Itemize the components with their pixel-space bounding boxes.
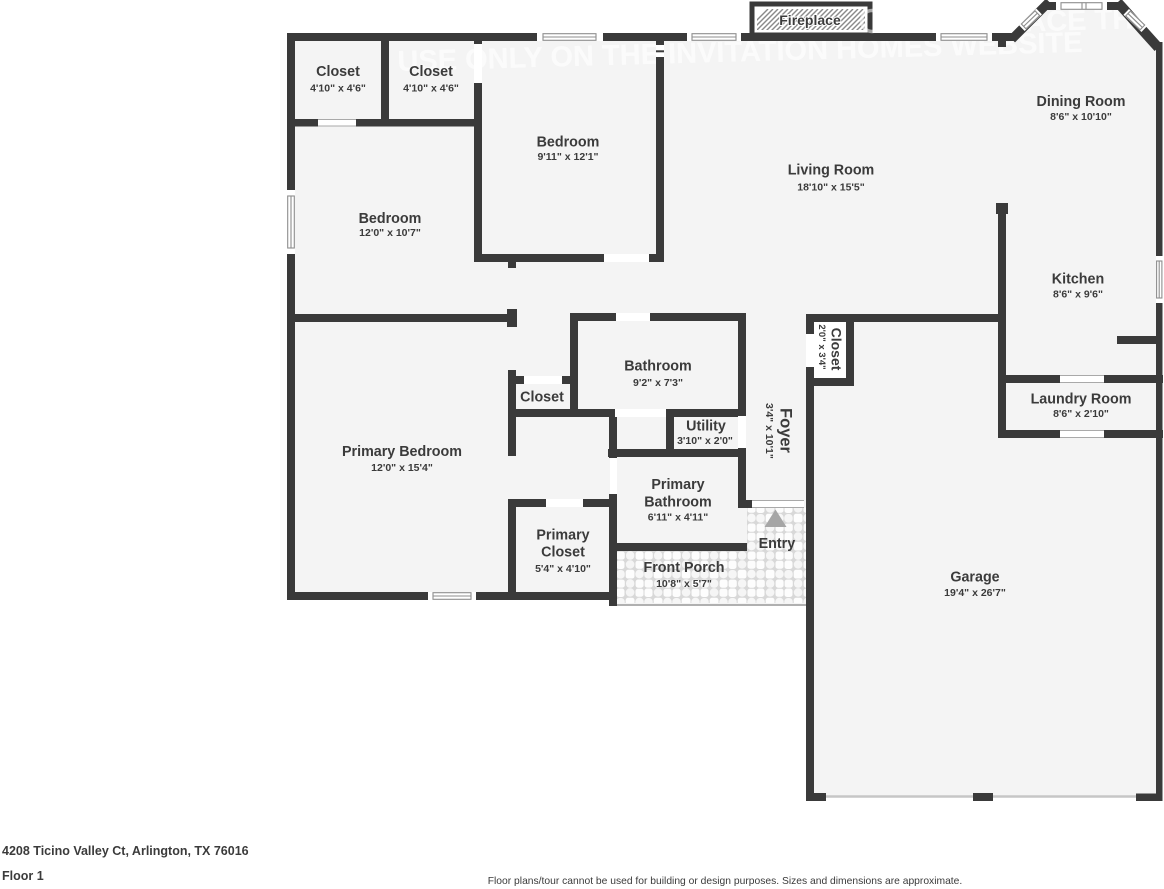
svg-text:19'4" x 26'7": 19'4" x 26'7" bbox=[944, 587, 1006, 599]
svg-text:Foyer: Foyer bbox=[777, 408, 795, 454]
svg-text:9'11" x 12'1": 9'11" x 12'1" bbox=[537, 151, 598, 163]
svg-text:Closet: Closet bbox=[520, 390, 564, 406]
svg-text:Garage: Garage bbox=[950, 570, 999, 586]
svg-text:12'0" x 15'4": 12'0" x 15'4" bbox=[371, 462, 433, 474]
svg-text:Living Room: Living Room bbox=[788, 163, 875, 179]
svg-text:4'10" x 4'6": 4'10" x 4'6" bbox=[403, 83, 459, 95]
svg-text:Entry: Entry bbox=[759, 536, 796, 552]
svg-text:Floor 1: Floor 1 bbox=[2, 869, 44, 883]
svg-text:Primary: Primary bbox=[536, 528, 589, 544]
svg-text:2'0" x 3'4": 2'0" x 3'4" bbox=[816, 324, 827, 369]
svg-text:9'2" x 7'3": 9'2" x 7'3" bbox=[633, 377, 683, 389]
svg-text:Closet: Closet bbox=[409, 64, 453, 80]
svg-text:18'10" x 15'5": 18'10" x 15'5" bbox=[797, 182, 865, 194]
svg-text:5'4" x 4'10": 5'4" x 4'10" bbox=[535, 563, 591, 575]
svg-text:12'0" x 10'7": 12'0" x 10'7" bbox=[359, 227, 421, 239]
svg-text:4208 Ticino Valley Ct, Arlingt: 4208 Ticino Valley Ct, Arlington, TX 760… bbox=[2, 844, 249, 858]
svg-text:8'6" x 9'6": 8'6" x 9'6" bbox=[1053, 289, 1103, 301]
svg-text:3'4" x 10'1": 3'4" x 10'1" bbox=[763, 403, 775, 459]
svg-text:6'11" x 4'11": 6'11" x 4'11" bbox=[648, 512, 709, 524]
svg-text:Dining Room: Dining Room bbox=[1037, 94, 1126, 110]
svg-text:Kitchen: Kitchen bbox=[1052, 272, 1104, 288]
svg-text:8'6" x 10'10": 8'6" x 10'10" bbox=[1050, 111, 1112, 123]
svg-text:Front Porch: Front Porch bbox=[643, 560, 724, 576]
svg-text:Primary: Primary bbox=[651, 477, 704, 493]
svg-text:Bathroom: Bathroom bbox=[644, 495, 712, 511]
svg-text:Closet: Closet bbox=[316, 64, 360, 80]
svg-text:3'10" x 2'0": 3'10" x 2'0" bbox=[677, 435, 733, 447]
svg-text:Bathroom: Bathroom bbox=[624, 359, 692, 375]
svg-text:4'10" x 4'6": 4'10" x 4'6" bbox=[310, 83, 366, 95]
svg-text:Floor plans/tour cannot be use: Floor plans/tour cannot be used for buil… bbox=[488, 876, 963, 887]
svg-text:Primary Bedroom: Primary Bedroom bbox=[342, 444, 462, 460]
svg-text:Closet: Closet bbox=[829, 328, 845, 371]
svg-text:Bedroom: Bedroom bbox=[359, 211, 422, 227]
svg-text:10'8" x 5'7": 10'8" x 5'7" bbox=[656, 578, 712, 590]
svg-text:Fireplace: Fireplace bbox=[779, 12, 841, 28]
svg-text:Closet: Closet bbox=[541, 545, 585, 561]
svg-text:Laundry Room: Laundry Room bbox=[1031, 392, 1132, 408]
svg-text:8'6" x 2'10": 8'6" x 2'10" bbox=[1053, 408, 1109, 420]
svg-text:Utility: Utility bbox=[686, 419, 726, 435]
svg-text:Bedroom: Bedroom bbox=[537, 135, 600, 151]
